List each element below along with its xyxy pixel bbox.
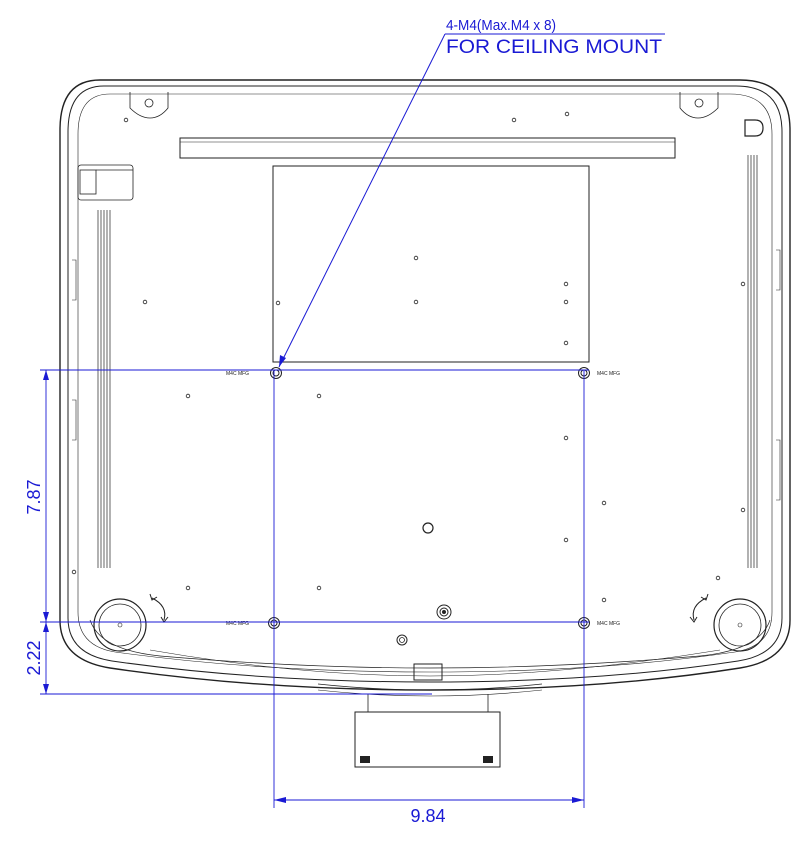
hole-label-bottom-left: M4C MFG [226,621,249,627]
hole-label-bottom-right: M4C MFG [597,621,620,627]
top-vent-bar [179,137,676,159]
dimension-height-lower: 2.22 [24,640,44,675]
screw-dots [71,111,746,603]
lock-slot [744,119,764,137]
dimension-lines [40,369,589,808]
dimension-height-upper: 7.87 [24,479,44,514]
corner-clip-left [129,92,169,119]
callout-arrow [279,355,286,367]
corner-clip-right [679,92,719,119]
side-edge-details [72,249,781,501]
callout-spec: 4-M4(Max.M4 x 8) [446,17,556,34]
callout-purpose: FOR CEILING MOUNT [446,37,662,58]
lens-housing [317,683,543,768]
cover-plate [272,165,590,363]
rotate-arrow-right-icon [692,597,707,621]
rotate-arrow-left-icon [151,597,166,621]
left-vent [97,210,111,568]
right-vent [747,155,758,568]
side-latch [77,164,134,201]
foot-right [713,598,767,652]
center-screw [422,522,434,534]
hole-label-top-left: M4C MFG [226,371,249,377]
hole-label-top-right: M4C MFG [597,371,620,377]
projector-body [59,79,791,691]
bottom-screw [396,634,408,646]
foot-left [93,598,147,652]
callout-leader [278,33,665,368]
mount-hole-top-left [270,367,282,379]
bottom-tab [413,663,443,681]
dimension-width: 9.84 [410,806,445,826]
tilt-screw [436,604,452,620]
dimension-arrows [43,370,584,803]
